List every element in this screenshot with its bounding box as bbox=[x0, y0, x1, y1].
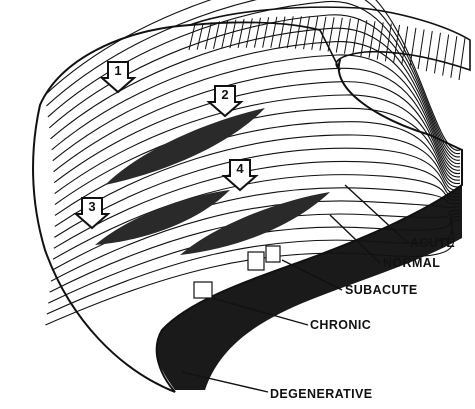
subacute-block-2 bbox=[266, 246, 280, 262]
label-subacute: SUBACUTE bbox=[345, 283, 418, 297]
subacute-block-1 bbox=[248, 252, 264, 270]
label-degenerative: DEGENERATIVE bbox=[270, 387, 373, 401]
marker-1-number: 1 bbox=[114, 63, 121, 78]
marker-4-number: 4 bbox=[236, 161, 244, 176]
label-normal: NORMAL bbox=[383, 256, 440, 270]
label-acute: ACUTE bbox=[410, 236, 455, 250]
label-chronic: CHRONIC bbox=[310, 318, 371, 332]
marker-3-number: 3 bbox=[88, 199, 95, 214]
chronic-block bbox=[194, 282, 212, 298]
marker-2-number: 2 bbox=[221, 87, 228, 102]
